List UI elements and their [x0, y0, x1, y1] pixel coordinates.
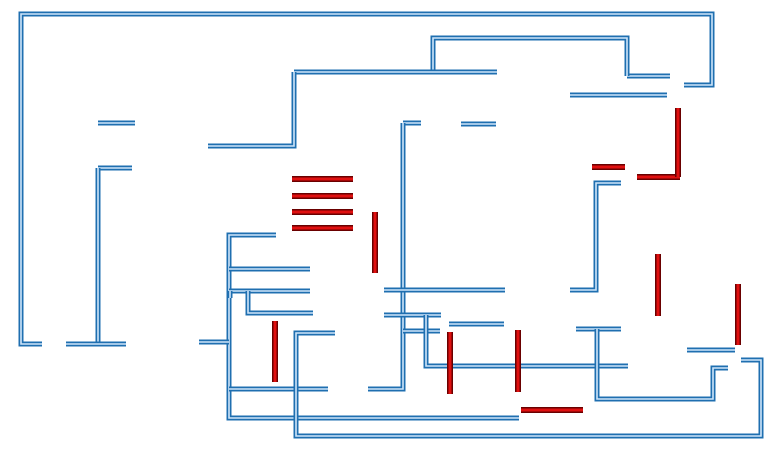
pipe-segment-1 [18, 11, 715, 347]
pipe-segment-highlight-14 [570, 182, 621, 291]
pipe-segment-highlight-5 [208, 72, 295, 147]
pipe-segment-highlight-29 [596, 329, 728, 400]
pipe-segment-5 [208, 72, 297, 149]
pipe-segment-highlight-26 [425, 315, 628, 367]
pipe-segment-highlight-1 [20, 13, 713, 345]
red-barrier-group [272, 108, 741, 413]
blue-pipe-network [18, 11, 764, 439]
pipe-segment-highlight-18 [247, 291, 313, 314]
pipe-segment-highlight-15 [228, 234, 519, 419]
pipe-segment-highlight-13 [368, 123, 404, 390]
pipe-segment-highlight-22 [295, 332, 762, 437]
pipe-segment-18 [245, 291, 313, 316]
pipe-segment-highlight-3 [432, 37, 628, 76]
